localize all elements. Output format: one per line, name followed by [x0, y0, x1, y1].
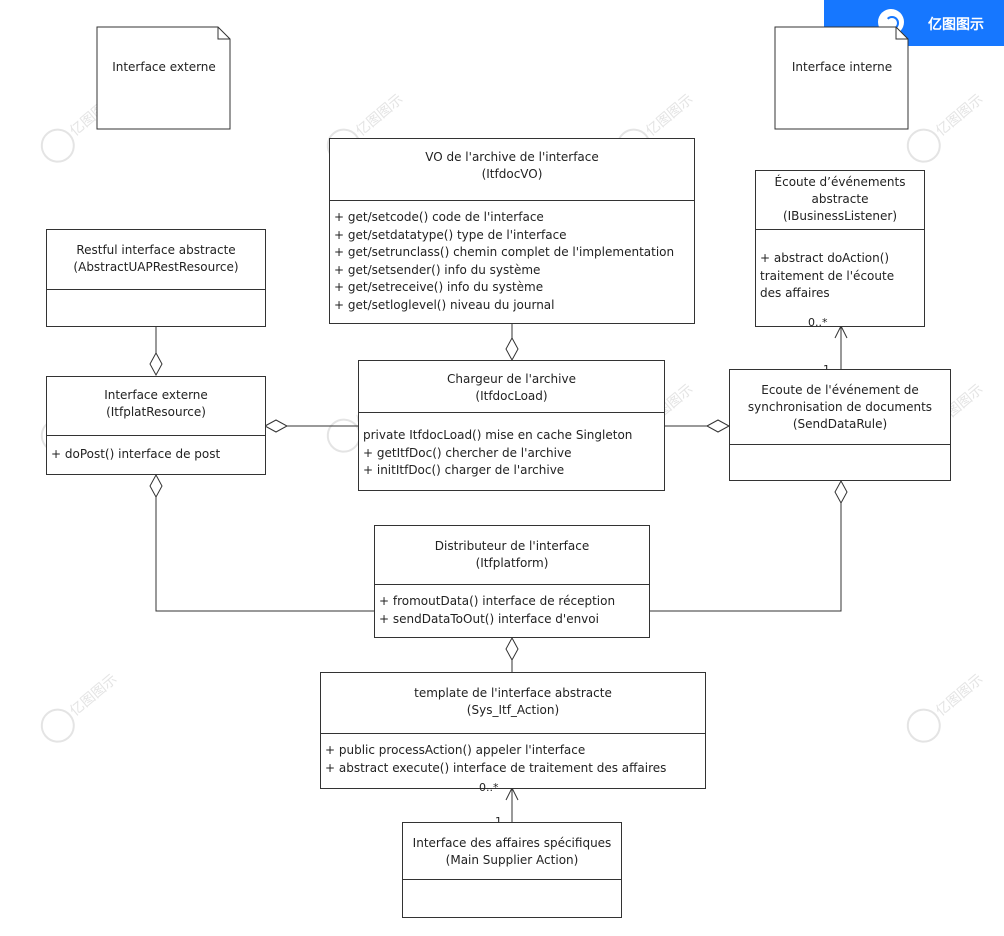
- aggregation-diamond: [263, 419, 289, 433]
- class-stereotype: (ItfdocVO): [481, 167, 543, 181]
- operation: + get/setloglevel() niveau du journal: [334, 297, 555, 312]
- operation: + getItfDoc() chercher de l'archive: [363, 445, 572, 460]
- operation: + get/setreceive() info du système: [334, 280, 544, 294]
- class-stereotype: (Itfplatform): [475, 556, 549, 570]
- brand-name: 亿图图示: [928, 17, 984, 33]
- operation: + get/setcode() code de l'interface: [334, 210, 544, 224]
- operation: + abstract doAction(): [760, 251, 890, 265]
- operation: + doPost() interface de post: [51, 447, 221, 461]
- class-stereotype: (IBusinessListener): [782, 209, 898, 223]
- class-name: Restful interface abstracte: [76, 243, 236, 257]
- class-stereotype: (Main Supplier Action): [445, 853, 579, 867]
- link-itfplat-distributor: [155, 497, 374, 612]
- class-name: synchronisation de documents: [747, 400, 933, 414]
- operation: traitement de l'écoute: [760, 268, 895, 283]
- class-name: template de l'interface abstracte: [414, 686, 612, 700]
- aggregation-diamond: [149, 351, 163, 377]
- class-vo[interactable]: VO de l'archive de l'interface (ItfdocVO…: [329, 138, 695, 324]
- class-name: abstracte: [811, 192, 869, 206]
- aggregation-diamond: [834, 479, 848, 505]
- class-stereotype: (AbstractUAPRestResource): [73, 260, 239, 274]
- class-operations-empty: [47, 289, 265, 327]
- multiplicity-label: 0..*: [808, 316, 828, 329]
- note-fold: [895, 27, 908, 40]
- note-external-shape: [96, 26, 231, 130]
- note-external: Interface externe: [97, 60, 231, 90]
- operation: + get/setrunclass() chemin complet de l'…: [334, 245, 675, 259]
- class-name: Ecoute de l'événement de: [761, 383, 919, 397]
- class-name: Interface des affaires spécifiques: [412, 836, 612, 850]
- aggregation-diamond: [505, 636, 519, 662]
- class-template[interactable]: template de l'interface abstracte (Sys_I…: [320, 672, 706, 789]
- class-name: Distributeur de l'interface: [434, 539, 590, 553]
- link-sendrule-distributor: [650, 503, 842, 612]
- operation: + fromoutData() interface de réception: [379, 594, 616, 608]
- class-operations-empty: [403, 879, 621, 917]
- note-fold: [217, 27, 230, 40]
- class-name: Écoute d’événements: [774, 175, 906, 189]
- operation: des affaires: [760, 286, 830, 300]
- class-name: VO de l'archive de l'interface: [425, 150, 599, 164]
- operation: + sendDataToOut() interface d'envoi: [379, 611, 599, 626]
- multiplicity-label: 1: [495, 815, 502, 828]
- note-internal-text: Interface interne: [791, 60, 893, 74]
- operation: + initItfDoc() charger de l'archive: [363, 463, 565, 477]
- aggregation-diamond: [705, 419, 731, 433]
- class-sendrule[interactable]: Ecoute de l'événement de synchronisation…: [729, 369, 951, 481]
- class-distributor[interactable]: Distributeur de l'interface (Itfplatform…: [374, 525, 650, 638]
- operation: private ItfdocLoad() mise en cache Singl…: [363, 428, 633, 442]
- note-internal: Interface interne: [775, 60, 909, 90]
- operation: + get/setsender() info du système: [334, 262, 541, 277]
- operation: + public processAction() appeler l'inter…: [325, 743, 586, 757]
- class-stereotype: (SendDataRule): [792, 417, 888, 431]
- class-operations-empty: [730, 444, 950, 481]
- aggregation-diamond: [149, 473, 163, 499]
- note-internal-shape: [774, 26, 909, 130]
- class-name: Chargeur de l'archive: [447, 372, 576, 386]
- note-external-text: Interface externe: [112, 60, 216, 74]
- multiplicity-label: 0..*: [479, 781, 499, 794]
- operation: + abstract execute() interface de traite…: [325, 760, 667, 775]
- class-stereotype: (Sys_Itf_Action): [466, 703, 560, 717]
- class-name: Interface externe: [104, 388, 208, 402]
- class-listener[interactable]: Écoute d’événements abstracte (IBusiness…: [755, 170, 925, 327]
- class-stereotype: (ItfplatResource): [106, 405, 206, 419]
- operation: + get/setdatatype() type de l'interface: [334, 227, 567, 242]
- class-itfplat[interactable]: Interface externe (ItfplatResource) + do…: [46, 376, 266, 475]
- class-restful[interactable]: Restful interface abstracte (AbstractUAP…: [46, 229, 266, 327]
- class-loader[interactable]: Chargeur de l'archive (ItfdocLoad) priva…: [358, 360, 665, 491]
- class-stereotype: (ItfdocLoad): [475, 389, 548, 403]
- aggregation-diamond: [505, 336, 519, 362]
- class-specific[interactable]: Interface des affaires spécifiques (Main…: [402, 822, 622, 918]
